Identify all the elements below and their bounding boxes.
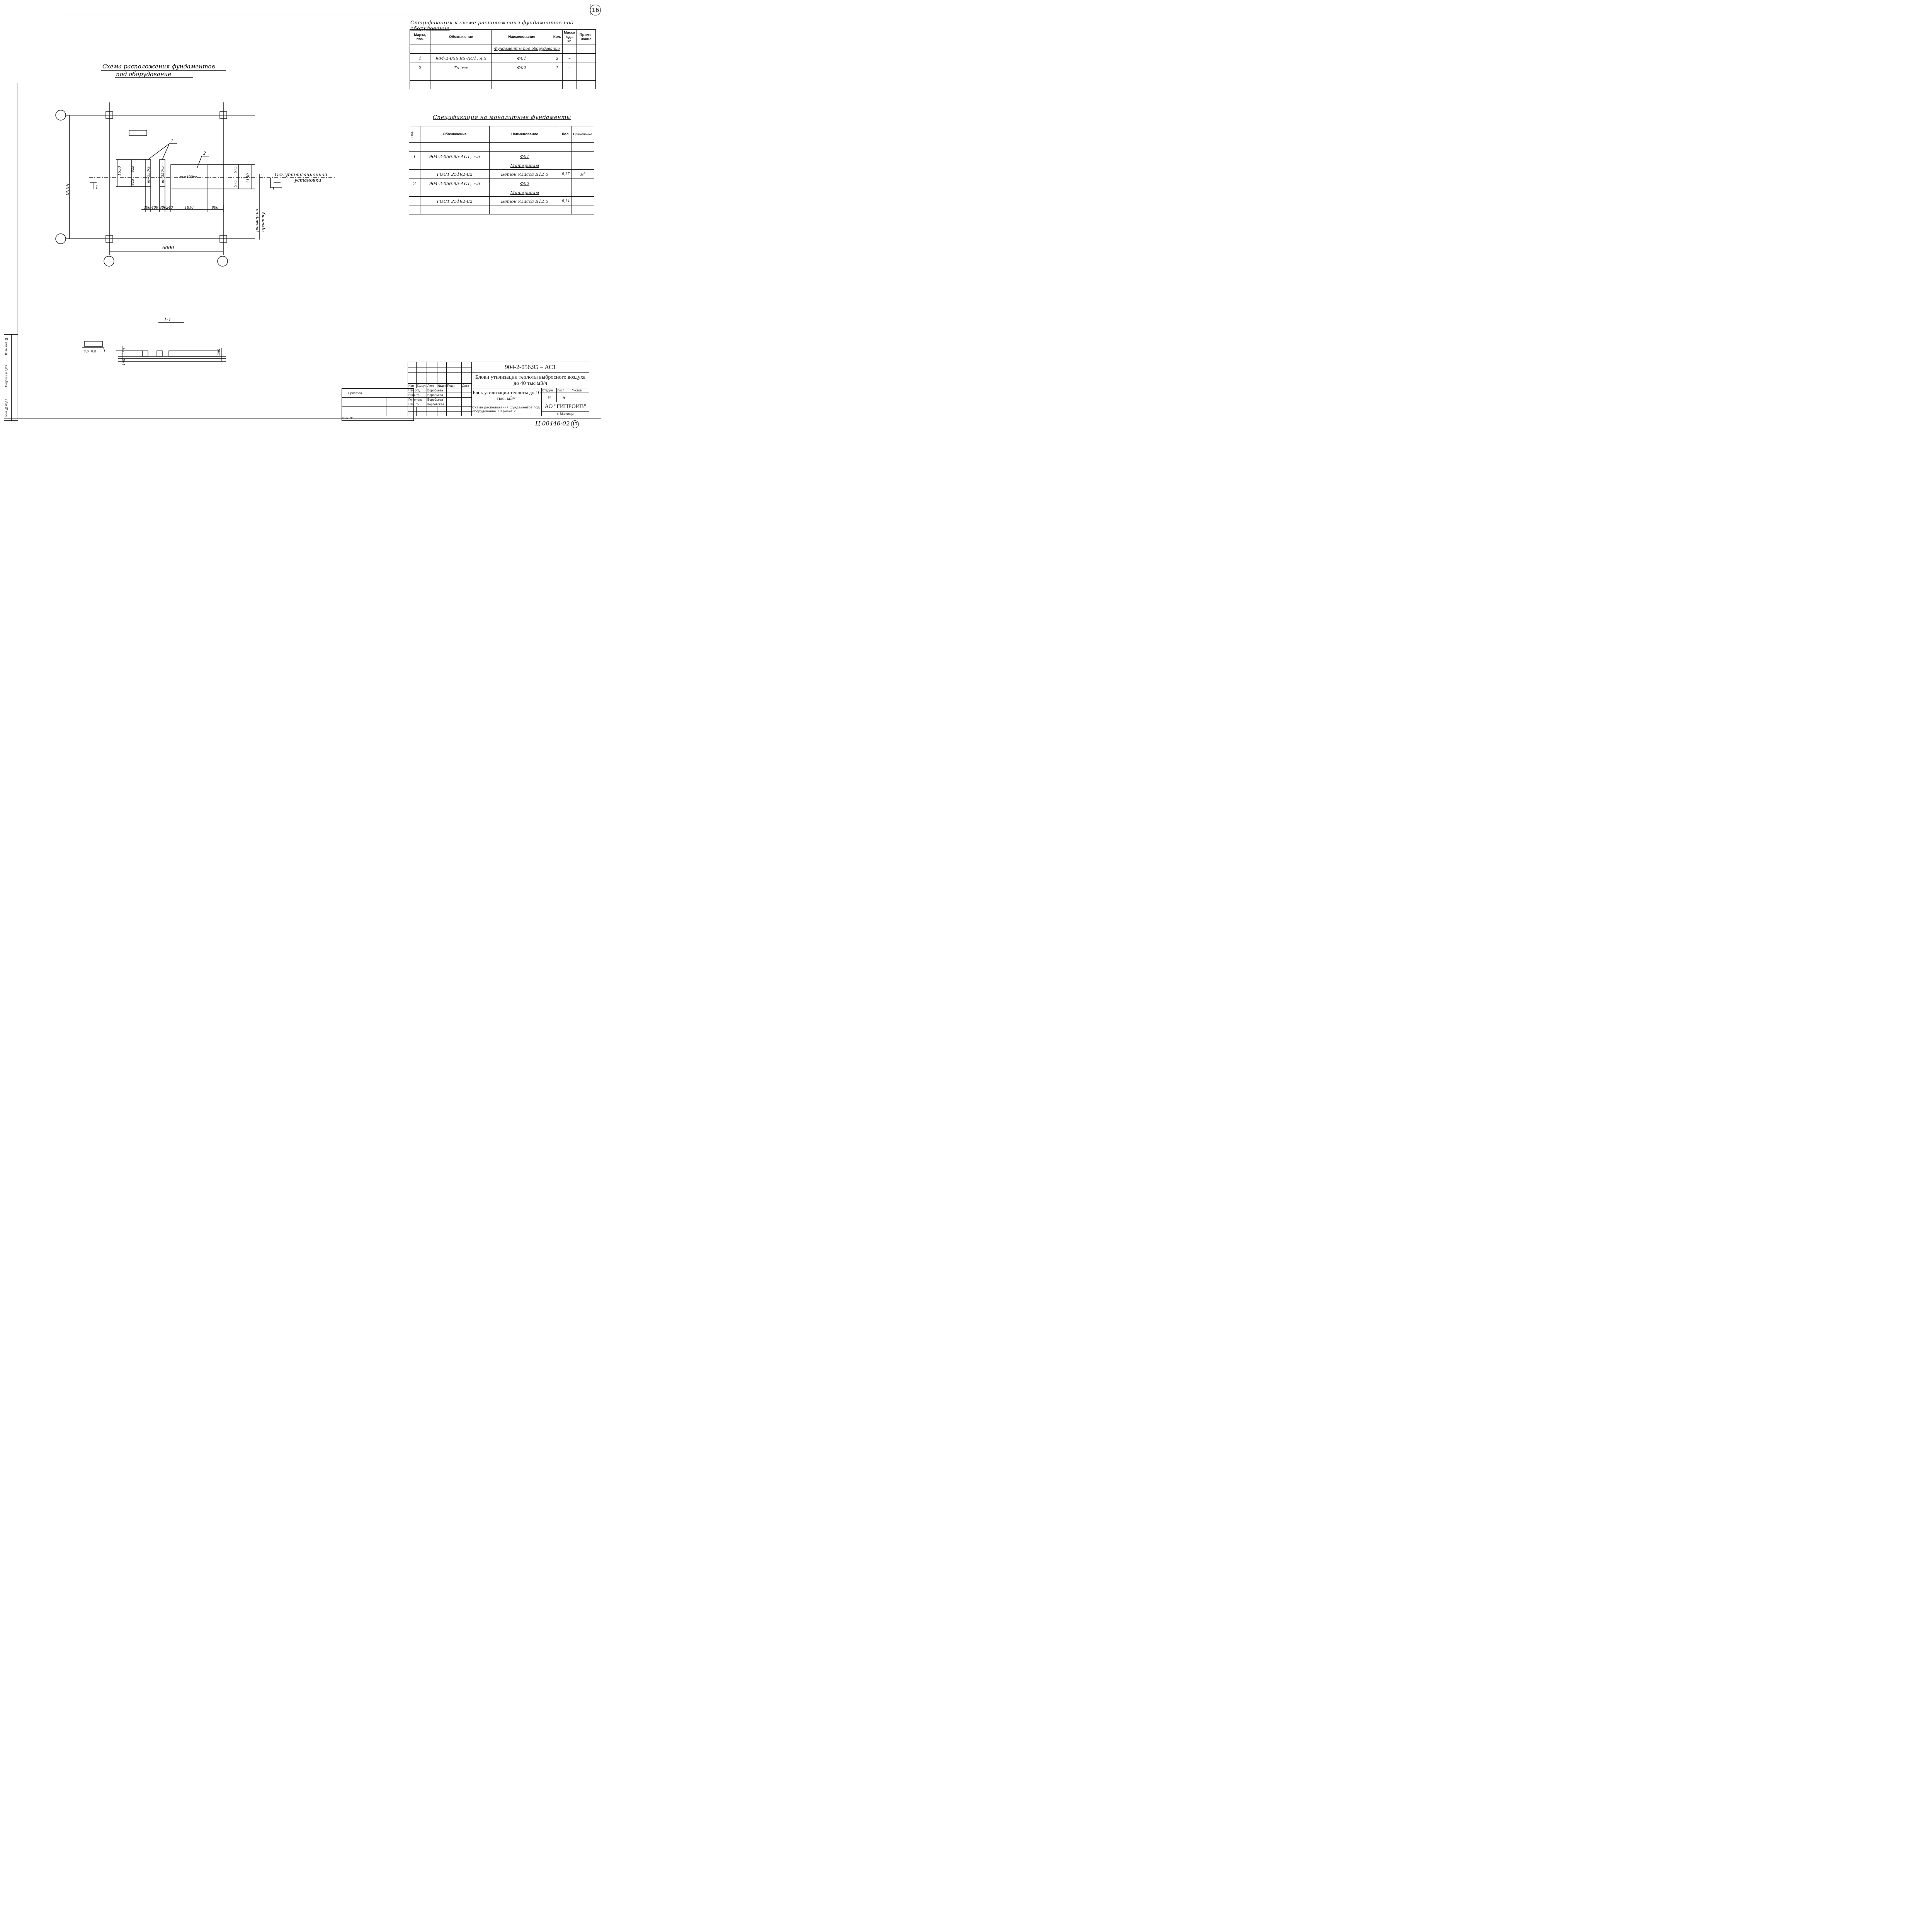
table-row: ГОСТ 25192-82 Бетон класса В12,5 0,14 bbox=[409, 196, 594, 206]
bottom-dim-0: 300 bbox=[144, 206, 150, 210]
dim-825-bottom: 825 bbox=[131, 179, 135, 185]
spec-monolithic-table: Поз. Обозначение Наименование Кол. Приме… bbox=[409, 126, 594, 214]
sidebar-label-inv: Инв.№ подл. bbox=[5, 398, 8, 417]
dim-575-bottom: 575 bbox=[234, 180, 238, 187]
person-role-0: Нач отд bbox=[408, 388, 427, 393]
block-name: Блок утилизации теплоты до 10 тыс. м3/ч bbox=[471, 388, 542, 402]
col-header-sign: Подп bbox=[446, 383, 462, 388]
table-row: 2 То же Ф02 1 – bbox=[409, 63, 596, 72]
archive-number: Ц 00446-02 bbox=[535, 420, 570, 427]
left-sidebar-stamp: Взам.инв.№ Подпись и дата Инв.№ подл. bbox=[4, 334, 18, 421]
col-qty: Кол. bbox=[551, 29, 563, 44]
dim-6000-vertical: 6000 bbox=[65, 184, 70, 196]
foundation3-mass: m=400кг bbox=[180, 175, 197, 179]
col-header-list: Лист bbox=[427, 383, 437, 388]
axis-label-line1: Ось утилизационной bbox=[275, 172, 327, 177]
col-header-kolvo: Кол.уч bbox=[416, 383, 427, 388]
section-dim-200: 200 bbox=[218, 349, 221, 356]
drawing-name: Схема расположения фундаментов под обору… bbox=[471, 402, 542, 416]
dim-575-top: 575 bbox=[234, 167, 238, 173]
col-header-date: Дата bbox=[461, 383, 472, 388]
bottom-dim-4: 1810 bbox=[185, 206, 194, 210]
col-header-izm: Изм bbox=[408, 383, 417, 388]
col-header-doc: №док bbox=[437, 383, 447, 388]
size-note-line1: размер по bbox=[254, 209, 259, 232]
section-mark-left: 1 bbox=[95, 185, 98, 190]
sidebar-label-exchange: Взам.инв.№ bbox=[5, 337, 8, 355]
person-name-1: Воробьева bbox=[426, 393, 447, 398]
person-name-2: Воробьева bbox=[426, 397, 447, 402]
footer-page-number: 17 bbox=[571, 420, 579, 428]
sheets-value bbox=[571, 393, 590, 402]
section-dim-100: 100 bbox=[122, 359, 126, 366]
axis-label-line2: установки bbox=[294, 177, 321, 183]
col-mass: Масса ед., кг. bbox=[562, 29, 577, 44]
person-name-0: Воробьева bbox=[426, 388, 447, 393]
leader-label-1: 1 bbox=[171, 138, 173, 143]
city: г. Мытищи bbox=[541, 411, 590, 416]
col-name-2: Наименование bbox=[489, 126, 561, 143]
stage-label: Стадия bbox=[541, 388, 557, 393]
person-name-3: Карповская bbox=[426, 402, 447, 407]
person-role-3: Нач. гр. bbox=[408, 402, 427, 407]
section-level-label: Ур. ч.п bbox=[84, 350, 96, 354]
dim-825-top: 825 bbox=[131, 166, 135, 172]
col-note-2: Примечание bbox=[571, 126, 594, 143]
person-role-2: Гл.констр bbox=[408, 397, 427, 402]
size-note-line2: проекту bbox=[260, 212, 265, 232]
dim-1150: 1150 bbox=[246, 173, 250, 183]
col-designation-2: Обозначение bbox=[420, 126, 490, 143]
section-dim-250: 250 bbox=[122, 348, 126, 355]
plan-title-line1: Схема расположения фундаментов bbox=[102, 63, 215, 70]
drawing-code: 904-2-056.95 – АС1 bbox=[471, 362, 590, 373]
spec-equipment-table: Марка, поз. Обозначение Наименование Кол… bbox=[409, 29, 596, 89]
col-name: Наименование bbox=[491, 29, 552, 44]
bottom-dim-3: 240 bbox=[166, 206, 173, 210]
sheet-label: Лист bbox=[556, 388, 571, 393]
foundation1-mass: m=350кг bbox=[147, 166, 151, 183]
dim-1650: 1650 bbox=[117, 166, 122, 176]
foundation-plan-drawing: Схема расположения фундаментов под обору… bbox=[55, 63, 335, 366]
col-mark: Марка, поз. bbox=[409, 29, 431, 44]
section-title: 1-1 bbox=[164, 317, 171, 322]
bottom-dim-5: 800 bbox=[212, 206, 218, 210]
bottom-dim-1: 400 bbox=[151, 206, 158, 210]
table-row: Материалы bbox=[409, 161, 594, 170]
inv-label: Инв. N° bbox=[342, 416, 414, 421]
table-row: ГОСТ 25192-82 Бетон класса В12,5 0,17 м³ bbox=[409, 169, 594, 179]
project-title: Блоки утилизации теплоты выбросного возд… bbox=[471, 372, 590, 388]
section-mark-right: 1 bbox=[272, 186, 275, 191]
tied-block: Привязан Инв. N° bbox=[341, 388, 414, 421]
leader-label-2: 2 bbox=[203, 151, 206, 156]
table-row: 1 904-2-056.95-АС1, л.5 Ф01 bbox=[409, 151, 594, 161]
table-row: 1 904-2-056.95-АС1, л.5 Ф01 2 – bbox=[409, 53, 596, 63]
title-block: 904-2-056.95 – АС1 Блоки утилизации тепл… bbox=[408, 362, 590, 416]
col-qty-2: Кол. bbox=[560, 126, 572, 143]
sidebar-label-signature: Подпись и дата bbox=[5, 365, 8, 387]
bottom-dim-2: 300 bbox=[160, 206, 166, 210]
stage-value: Р bbox=[541, 393, 557, 402]
table-row: Материалы bbox=[409, 188, 594, 197]
spec-monolithic-title: Спецификация на монолитные фундаменты bbox=[433, 114, 571, 121]
col-designation: Обозначение bbox=[430, 29, 492, 44]
foundation2-mass: m=350кг bbox=[161, 166, 165, 183]
group-title: Фундаменты под оборудование bbox=[491, 44, 563, 54]
person-role-1: Н.контр. bbox=[408, 393, 427, 398]
sheet-number: 16 bbox=[590, 5, 601, 15]
col-pos: Поз. bbox=[410, 131, 414, 138]
dim-6000-horizontal: 6000 bbox=[162, 245, 174, 250]
plan-title-line2: под оборудование bbox=[116, 71, 171, 78]
sheet-value: 5 bbox=[556, 393, 571, 402]
col-note: Приме- чание bbox=[576, 29, 596, 44]
organization: АО "ГИПРОИВ" bbox=[541, 402, 590, 412]
sheets-label: Листов bbox=[571, 388, 590, 393]
table-row: 2 904-2-056.95-АС1, л.5 Ф02 bbox=[409, 179, 594, 188]
tied-label: Привязан bbox=[342, 388, 414, 398]
